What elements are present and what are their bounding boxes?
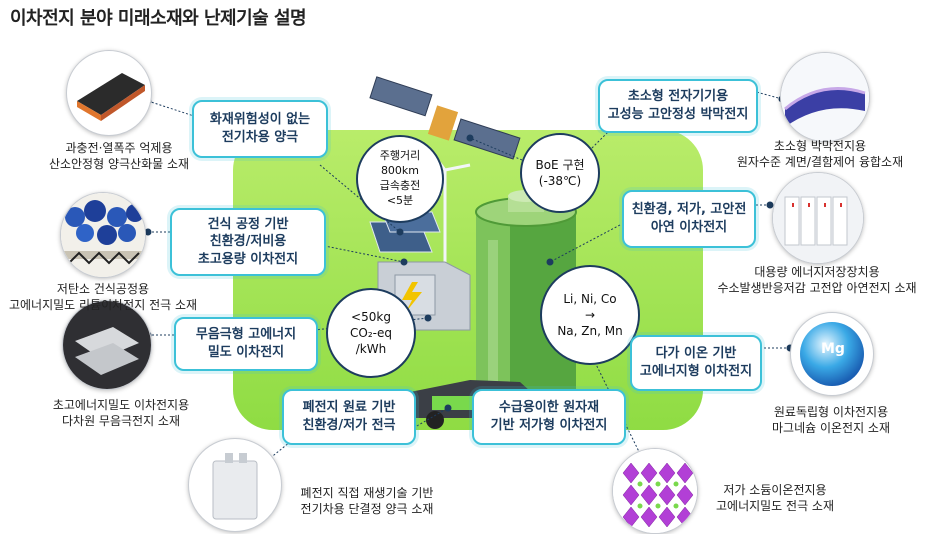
raw-material-circle: Li, Ni, Co → Na, Zn, Mn [540, 265, 640, 365]
caption-anodeless: 초고에너지밀도 이차전지용 다차원 무음극전지 소재 [52, 398, 190, 429]
mg-label: Mg [821, 341, 845, 357]
anodeless-battery-box: 무음극형 고에너지 밀도 이차전지 [174, 317, 318, 371]
electrode-particles-photo-icon [60, 192, 146, 278]
satellite-illustration [369, 76, 521, 160]
dry-process-battery-box: 건식 공정 기반 친환경/저비용 초고용량 이차전지 [170, 208, 326, 276]
caption-zinc: 대용량 에너지저장장치용 수소발생반응저감 고전압 아연전지 소재 [717, 265, 917, 296]
crystal-structure-photo-icon [612, 448, 698, 534]
thin-film-photo-icon [780, 52, 870, 142]
caption-overcharge-cathode: 과충전·열폭주 억제용 산소안정형 양극산화물 소재 [48, 141, 190, 172]
zinc-battery-box: 친환경, 저가, 고안전 아연 이차전지 [622, 190, 756, 248]
recycled-electrode-box: 폐전지 원료 기반 친환경/저가 전극 [282, 389, 416, 445]
thin-film-battery-box: 초소형 전자기기용 고성능 고안정성 박막전지 [598, 79, 758, 133]
anodeless-cell-photo-icon [62, 300, 152, 390]
co2-circle: <50kg CO₂-eq /kWh [326, 288, 416, 378]
caption-sodium: 저가 소듐이온전지용 고에너지밀도 전극 소재 [715, 483, 835, 514]
low-cost-battery-box: 수급용이한 원자재 기반 저가형 이차전지 [472, 389, 626, 445]
page-title: 이차전지 분야 미래소재와 난제기술 설명 [10, 8, 307, 29]
fire-safe-cathode-box: 화재위험성이 없는 전기차용 양극 [192, 100, 328, 158]
range-charging-circle: 주행거리 800km 급속충전 <5분 [356, 135, 444, 223]
multivalent-battery-box: 다가 이온 기반 고에너지형 이차전지 [630, 335, 762, 391]
caption-dry-electrode: 저탄소 건식공정용 고에너지밀도 리튬이차전지 전극 소재 [8, 282, 198, 313]
caption-magnesium: 원료독립형 이차전지용 마그네슘 이온전지 소재 [771, 405, 891, 436]
pouch-cell-photo-icon [188, 438, 282, 532]
caption-recycled-cathode: 폐전지 직접 재생기술 기반 전기차용 단결정 양극 소재 [300, 486, 434, 517]
ess-cabinet-photo-icon [772, 172, 864, 264]
magnesium-sphere-photo-icon: Mg [790, 312, 874, 396]
boe-circle: BoE 구현 (-38℃) [520, 133, 600, 213]
battery-cell-photo-icon [66, 50, 152, 136]
caption-thin-film: 초소형 박막전지용 원자수준 계면/결함제어 융합소재 [736, 139, 904, 170]
